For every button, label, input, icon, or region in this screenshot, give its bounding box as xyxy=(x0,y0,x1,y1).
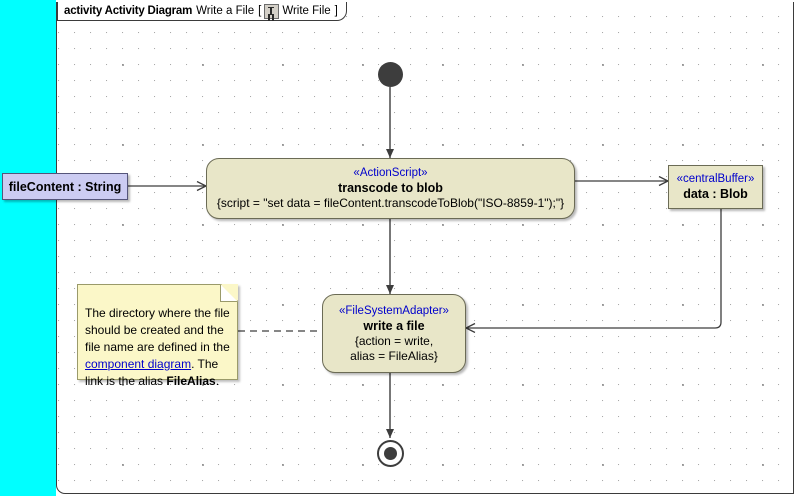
initial-node[interactable] xyxy=(378,62,403,87)
diagram-name: Write a File xyxy=(196,5,255,17)
central-buffer-node-data[interactable]: «centralBuffer» data : Blob xyxy=(668,165,763,209)
stereotype-centralbuffer: «centralBuffer» xyxy=(676,173,755,185)
action-body-line1: {action = write, xyxy=(354,333,434,348)
note-text-bold-filealias: FileAlias xyxy=(166,374,216,388)
diagram-reference: Write File xyxy=(282,5,331,17)
activity-diagram-frame xyxy=(56,2,794,494)
bracket-open: [ xyxy=(258,5,262,17)
action-node-write-a-file[interactable]: «FileSystemAdapter» write a file {action… xyxy=(322,294,466,373)
action-body-script: {script = "set data = fileContent.transc… xyxy=(216,196,565,210)
stereotype-actionscript: «ActionScript» xyxy=(353,167,428,179)
action-name-write-a-file: write a file xyxy=(363,318,425,333)
diagram-keyword: activity Activity Diagram xyxy=(64,5,193,17)
action-name-transcode: transcode to blob xyxy=(338,181,443,195)
action-node-transcode-to-blob[interactable]: «ActionScript» transcode to blob {script… xyxy=(206,158,575,219)
background-grid-major xyxy=(57,2,793,493)
note-text-part1: The directory where the file should be c… xyxy=(85,306,230,354)
action-body-line2: alias = FileAlias} xyxy=(350,348,438,363)
stereotype-filesystemadapter: «FileSystemAdapter» xyxy=(339,304,449,317)
background-grid-minor xyxy=(57,2,793,493)
object-node-filecontent[interactable]: fileContent : String xyxy=(2,173,128,200)
diagram-title-tab[interactable]: activity Activity Diagram Write a File [… xyxy=(57,2,347,21)
left-margin-strip xyxy=(0,0,56,496)
note-text-content: The directory where the file should be c… xyxy=(78,285,237,396)
note-text-part3: . xyxy=(215,374,220,388)
central-buffer-label: data : Blob xyxy=(683,187,748,201)
activity-final-node[interactable] xyxy=(377,440,404,467)
note-link-component-diagram[interactable]: component diagram xyxy=(85,357,192,371)
activity-diagram-icon xyxy=(264,3,280,19)
bracket-close: ] xyxy=(334,5,338,17)
object-node-label: fileContent : String xyxy=(8,179,122,194)
note-node[interactable]: The directory where the file should be c… xyxy=(77,284,238,388)
